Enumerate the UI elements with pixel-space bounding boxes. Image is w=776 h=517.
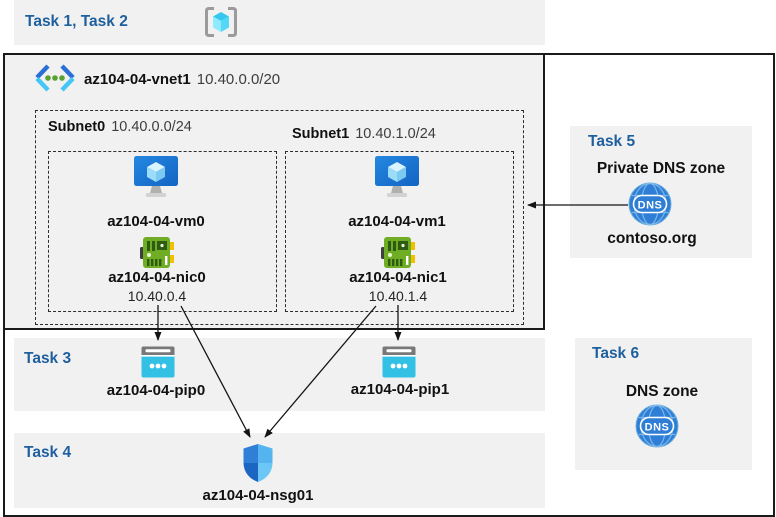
vnet-name: az104-04-vnet1 [84, 71, 191, 88]
nic0-label: az104-04-nic0 [108, 269, 206, 286]
vnet-box [3, 53, 545, 330]
dns-zone-icon: DNS [635, 404, 679, 448]
dns-icon-text: DNS [638, 200, 663, 212]
vm0-label: az104-04-vm0 [107, 213, 205, 230]
nic0-ip: 10.40.0.4 [127, 288, 187, 304]
vm0-icon [134, 156, 178, 197]
task3-band [14, 338, 545, 411]
task1-task2-band: Task 1, Task 2 [14, 0, 545, 45]
resource-group-icon [205, 7, 237, 37]
nic1-label: az104-04-nic1 [349, 269, 447, 286]
task4-label: Task 4 [24, 444, 72, 461]
subnet0-label: Subnet0 10.40.0.0/24 [48, 119, 192, 135]
dns-zone-title: DNS zone [625, 383, 699, 400]
vnet-label: az104-04-vnet1 10.40.0.0/20 [84, 71, 280, 88]
subnet0-box [48, 151, 277, 312]
subnet1-box [285, 151, 514, 312]
subnet1-cidr: 10.40.1.0/24 [355, 126, 436, 142]
nic1-ip: 10.40.1.4 [368, 288, 428, 304]
pip0-icon [141, 346, 175, 378]
private-dns-zone-name: contoso.org [607, 230, 697, 247]
private-dns-zone-icon: DNS [628, 182, 672, 226]
task6-box [575, 338, 752, 470]
virtual-network-icon [35, 64, 75, 92]
nic1-icon [381, 237, 415, 268]
task6-label: Task 6 [592, 345, 640, 362]
vnet-cidr: 10.40.0.0/20 [196, 71, 281, 88]
subnet0-name: Subnet0 [48, 119, 106, 135]
task5-label: Task 5 [588, 133, 636, 150]
task1-task2-label: Task 1, Task 2 [25, 13, 128, 30]
task3-label: Task 3 [24, 350, 72, 367]
vm1-label: az104-04-vm1 [348, 213, 446, 230]
nsg-label: az104-04-nsg01 [202, 487, 314, 504]
nsg-icon [243, 444, 273, 482]
nic0-icon [140, 237, 174, 268]
task4-band [14, 433, 545, 508]
private-dns-zone-title: Private DNS zone [596, 160, 726, 177]
subnet0-cidr: 10.40.0.0/24 [111, 119, 192, 135]
pip1-icon [382, 346, 416, 378]
dns-icon-text: DNS [645, 422, 670, 434]
pip0-label: az104-04-pip0 [106, 382, 206, 399]
pip1-label: az104-04-pip1 [350, 381, 450, 398]
subnet1-name: Subnet1 [292, 126, 350, 142]
vm1-icon [375, 156, 419, 197]
subnet1-label: Subnet1 10.40.1.0/24 [292, 126, 436, 142]
